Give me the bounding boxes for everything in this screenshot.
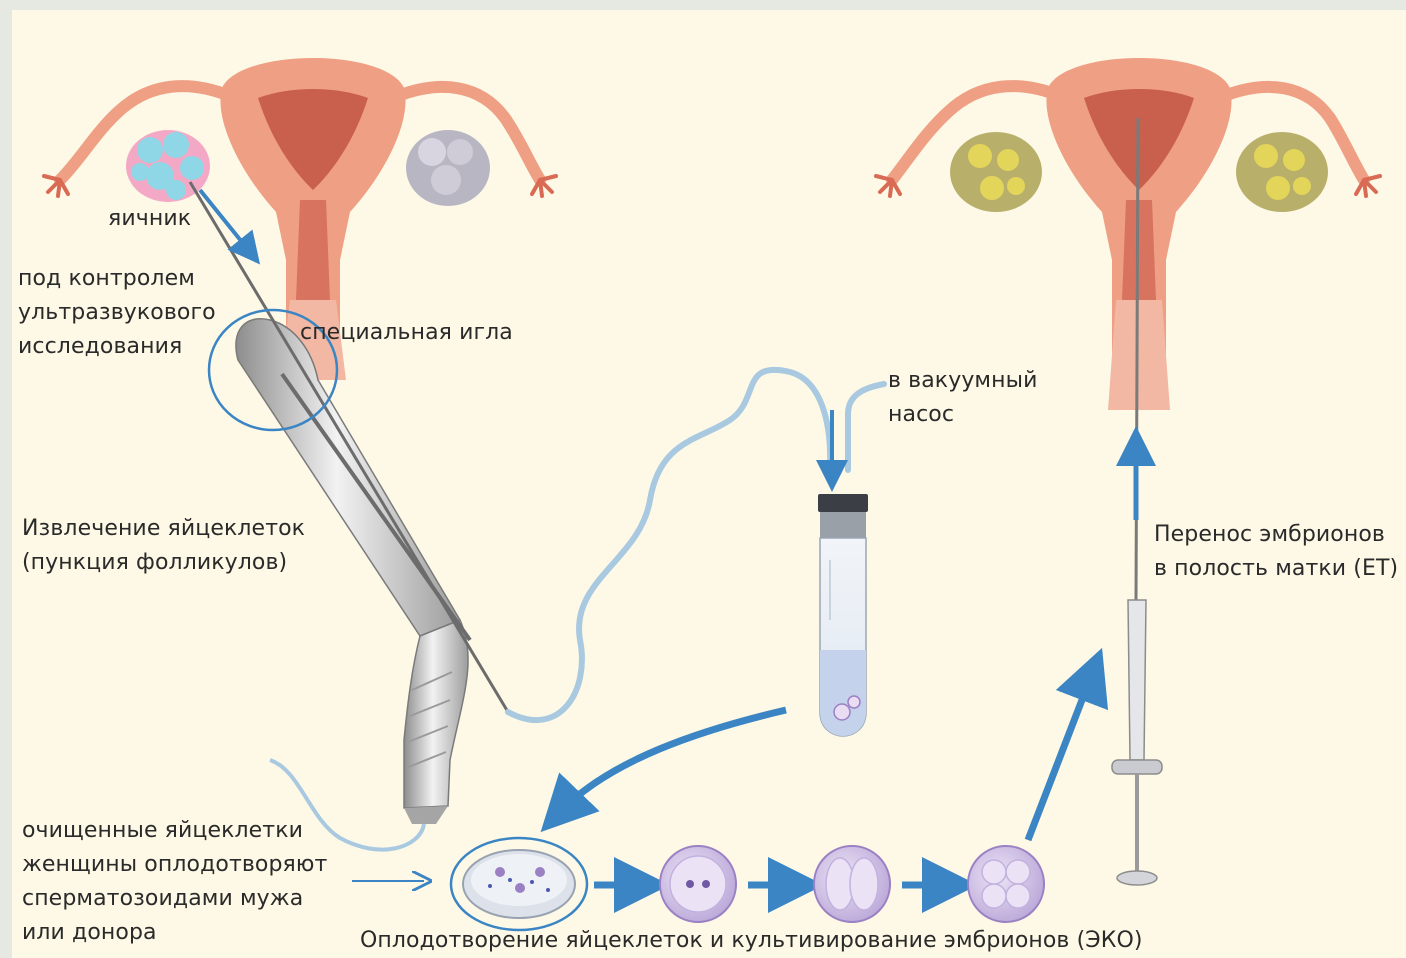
four-cell-embryo [968,846,1044,922]
vacuum-tube [848,384,884,470]
to-dish-arrow [560,710,786,812]
petri-dish [451,838,587,930]
label-needle: специальная игла [300,316,513,350]
two-cell-embryo [814,846,890,922]
right-uterus-illustration [876,58,1380,410]
to-transfer-arrow [1028,674,1092,840]
label-fertilize: очищенные яйцеклетки женщины оплодотворя… [22,814,327,950]
aspiration-tube [508,370,830,720]
label-ultrasound: под контролем ультразвукового исследован… [18,262,216,364]
collection-test-tube [818,494,868,736]
label-transfer: Перенос эмбрионов в полость матки (ET) [1154,518,1406,586]
label-ovary: яичник [108,202,191,236]
zygote-cell [660,846,736,922]
label-retrieval: Извлечение яйцеклеток (пункция фолликуло… [22,512,305,580]
label-vacuum: в вакуумный насос [888,364,1037,432]
label-ivf: Оплодотворение яйцеклеток и культивирова… [360,924,1143,958]
